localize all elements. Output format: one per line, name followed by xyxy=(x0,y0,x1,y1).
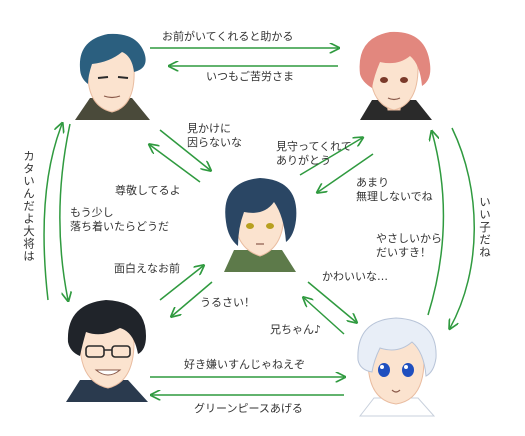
label-center-to-tr: 見守ってくれて ありがとう xyxy=(276,140,352,167)
dark-blue-haired-man-icon xyxy=(75,33,150,120)
arrow-br-to-center xyxy=(304,298,345,335)
arrow-left-down xyxy=(59,123,70,300)
label-center-to-tl-2: もう少し 落ち着いたらどうだ xyxy=(70,206,169,233)
label-center-to-bl: うるさい！ xyxy=(200,296,255,309)
label-center-to-tl: 尊敬してるよ xyxy=(115,184,181,197)
arrow-center-to-tl xyxy=(150,145,201,183)
arrow-right-down xyxy=(450,127,475,328)
glasses-man-icon xyxy=(66,300,148,402)
arrow-center-to-bl xyxy=(172,281,213,316)
label-right-vertical: いい子だね xyxy=(478,196,492,259)
arrow-tr-to-center xyxy=(318,153,374,192)
arrow-right-up xyxy=(427,132,445,316)
label-tl-to-tr: お前がいてくれると助かる xyxy=(162,30,294,43)
arrow-bl-to-center xyxy=(159,266,203,301)
label-bl-to-center: 面白えなお前 xyxy=(114,262,180,275)
arrow-left-up xyxy=(43,124,62,301)
label-br-to-bl: グリーンピースあげる xyxy=(194,402,303,415)
label-tr-to-br: やさしいから だいすき！ xyxy=(376,232,442,259)
label-center-to-br: かわいいな… xyxy=(322,270,388,283)
white-haired-boy-icon xyxy=(357,317,437,417)
label-br-to-center: 兄ちゃん♪ xyxy=(270,323,322,336)
arrow-center-to-br xyxy=(307,281,356,322)
arrow-center-to-tr xyxy=(299,138,362,176)
red-haired-man-icon xyxy=(359,31,432,120)
label-tr-to-center: あまり 無理しないでね xyxy=(356,176,433,203)
label-tr-to-tl: いつもご苦労さま xyxy=(206,70,294,83)
label-bl-to-br: 好き嫌いすんじゃねえぞ xyxy=(184,358,305,371)
label-left-vertical: カタいんだよ大将は xyxy=(22,150,36,263)
arrow-tl-to-center xyxy=(159,129,210,170)
blue-haired-youth-icon xyxy=(224,178,297,272)
label-tl-to-center: 見かけに 因らないな xyxy=(187,122,242,149)
